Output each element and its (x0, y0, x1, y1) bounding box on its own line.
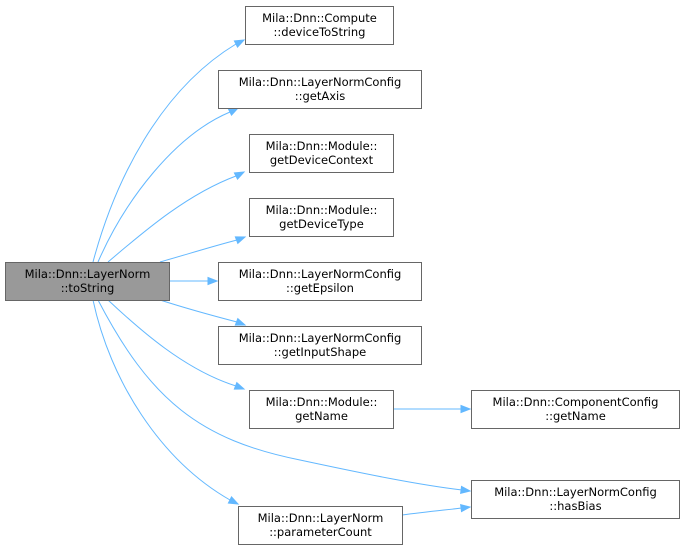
node-root[interactable]: Mila::Dnn::LayerNorm::toString (5, 262, 170, 301)
node-label-line: ::hasBias (549, 499, 601, 513)
node-label-line: Mila::Dnn::LayerNormConfig (239, 267, 402, 281)
node-box (218, 326, 422, 365)
node-label-line: Mila::Dnn::LayerNormConfig (494, 485, 657, 499)
node-label-line: getName (295, 409, 348, 423)
node-label-line: Mila::Dnn::LayerNormConfig (239, 331, 402, 345)
node-label-line: Mila::Dnn::Module:: (266, 395, 378, 409)
edge-root-to-deviceToString (92, 39, 246, 263)
edges-layer (92, 39, 472, 516)
arrowhead-icon (460, 404, 472, 414)
node-label-line: ::getEpsilon (286, 281, 354, 295)
node-getName[interactable]: Mila::Dnn::Module::getName (249, 390, 394, 429)
edge-root-to-hasBias (97, 299, 472, 495)
node-box (249, 198, 394, 237)
node-box (218, 70, 422, 109)
node-label-line: Mila::Dnn::Module:: (266, 203, 378, 217)
arrowhead-icon (460, 485, 472, 495)
node-label-line: Mila::Dnn::Module:: (266, 139, 378, 153)
node-box (245, 6, 394, 45)
node-label-line: Mila::Dnn::Compute (262, 11, 377, 25)
edge-getName-to-cc_getName (393, 404, 472, 414)
node-box (471, 480, 680, 519)
node-box (249, 390, 394, 429)
node-getDeviceContext[interactable]: Mila::Dnn::Module::getDeviceContext (249, 134, 394, 173)
arrowhead-icon (234, 236, 247, 245)
edge-root-to-getAxis (97, 107, 240, 263)
arrowhead-icon (233, 171, 246, 181)
node-label-line: ::parameterCount (269, 525, 372, 539)
arrowhead-icon (234, 317, 247, 326)
node-label-line: ::getAxis (295, 89, 346, 103)
node-label-line: Mila::Dnn::ComponentConfig (493, 395, 659, 409)
node-parameterCount[interactable]: Mila::Dnn::LayerNorm::parameterCount (238, 506, 403, 545)
edge-root-to-getName (107, 299, 246, 390)
node-label-line: getDeviceContext (270, 153, 374, 167)
node-getAxis[interactable]: Mila::Dnn::LayerNormConfig::getAxis (218, 70, 422, 109)
node-box (5, 262, 170, 301)
arrowhead-icon (233, 39, 246, 49)
node-deviceToString[interactable]: Mila::Dnn::Compute::deviceToString (245, 6, 394, 45)
node-label-line: ::deviceToString (274, 25, 366, 39)
node-box (218, 262, 422, 301)
node-label-line: getDeviceType (279, 217, 364, 231)
node-box (238, 506, 403, 545)
node-box (249, 134, 394, 173)
node-getEpsilon[interactable]: Mila::Dnn::LayerNormConfig::getEpsilon (218, 262, 422, 301)
edge-root-to-parameterCount (92, 299, 240, 505)
arrowhead-icon (227, 495, 240, 505)
node-label-line: ::getName (545, 409, 606, 423)
edge-root-to-getEpsilon (169, 276, 219, 286)
node-label-line: ::getInputShape (274, 345, 366, 359)
arrowhead-icon (207, 276, 219, 286)
edge-parameterCount-to-hasBias (401, 503, 472, 516)
arrowhead-icon (460, 503, 472, 513)
node-box (471, 390, 680, 429)
nodes-layer: Mila::Dnn::LayerNorm::toStringMila::Dnn:… (5, 6, 680, 545)
node-cc_getName[interactable]: Mila::Dnn::ComponentConfig::getName (471, 390, 680, 429)
node-label-line: Mila::Dnn::LayerNorm (25, 267, 151, 281)
edge-root-to-getDeviceType (159, 236, 247, 263)
arrowhead-icon (233, 381, 246, 390)
edge-root-to-getDeviceContext (107, 171, 246, 263)
node-label-line: Mila::Dnn::LayerNormConfig (239, 75, 402, 89)
node-label-line: ::toString (61, 281, 115, 295)
edge-root-to-getInputShape (159, 299, 247, 326)
node-label-line: Mila::Dnn::LayerNorm (258, 511, 384, 525)
arrowhead-icon (227, 107, 240, 117)
node-hasBias[interactable]: Mila::Dnn::LayerNormConfig::hasBias (471, 480, 680, 519)
node-getDeviceType[interactable]: Mila::Dnn::Module::getDeviceType (249, 198, 394, 237)
node-getInputShape[interactable]: Mila::Dnn::LayerNormConfig::getInputShap… (218, 326, 422, 365)
